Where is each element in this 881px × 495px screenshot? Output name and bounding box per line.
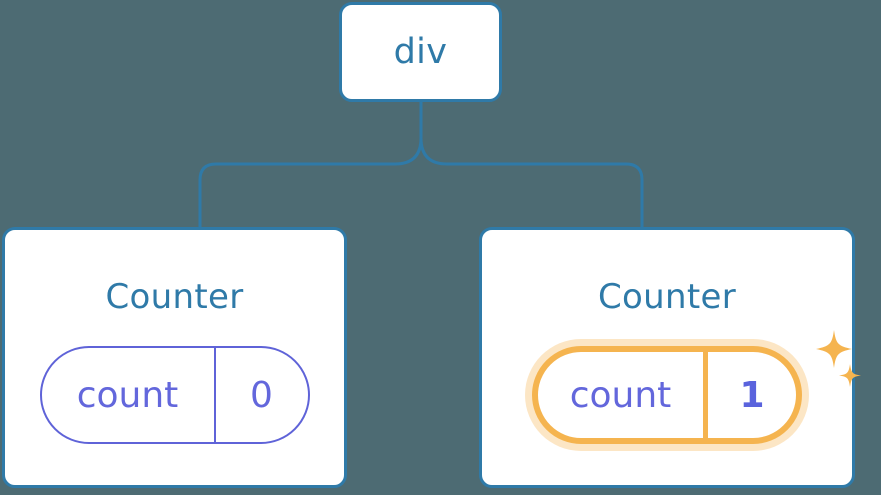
node-counter-right[interactable]: Counter count 1 (479, 227, 861, 488)
counter-left-title: Counter (105, 277, 244, 317)
root-node-label: div (393, 31, 448, 72)
counter-right-title: Counter (598, 277, 736, 317)
state-pill-count-left[interactable]: count 0 (39, 346, 310, 444)
node-root-div[interactable]: div (339, 2, 502, 102)
counter-left-state-wrap: count 0 (39, 346, 310, 444)
sparkle-small-icon (839, 364, 861, 387)
connector-left-branch (198, 136, 423, 229)
sparkle-large-icon (816, 330, 852, 368)
node-counter-left[interactable]: Counter count 0 (2, 227, 347, 488)
sparkle-group (816, 330, 861, 387)
state-pill-count-right[interactable]: count 1 (532, 346, 802, 444)
state-value-label: 1 (739, 374, 765, 416)
state-key-label: count (538, 352, 708, 438)
connector-right-branch (419, 100, 644, 229)
counter-right-state-wrap: count 1 (532, 330, 861, 444)
state-value-label: 0 (250, 374, 273, 416)
state-key-label: count (42, 348, 216, 442)
